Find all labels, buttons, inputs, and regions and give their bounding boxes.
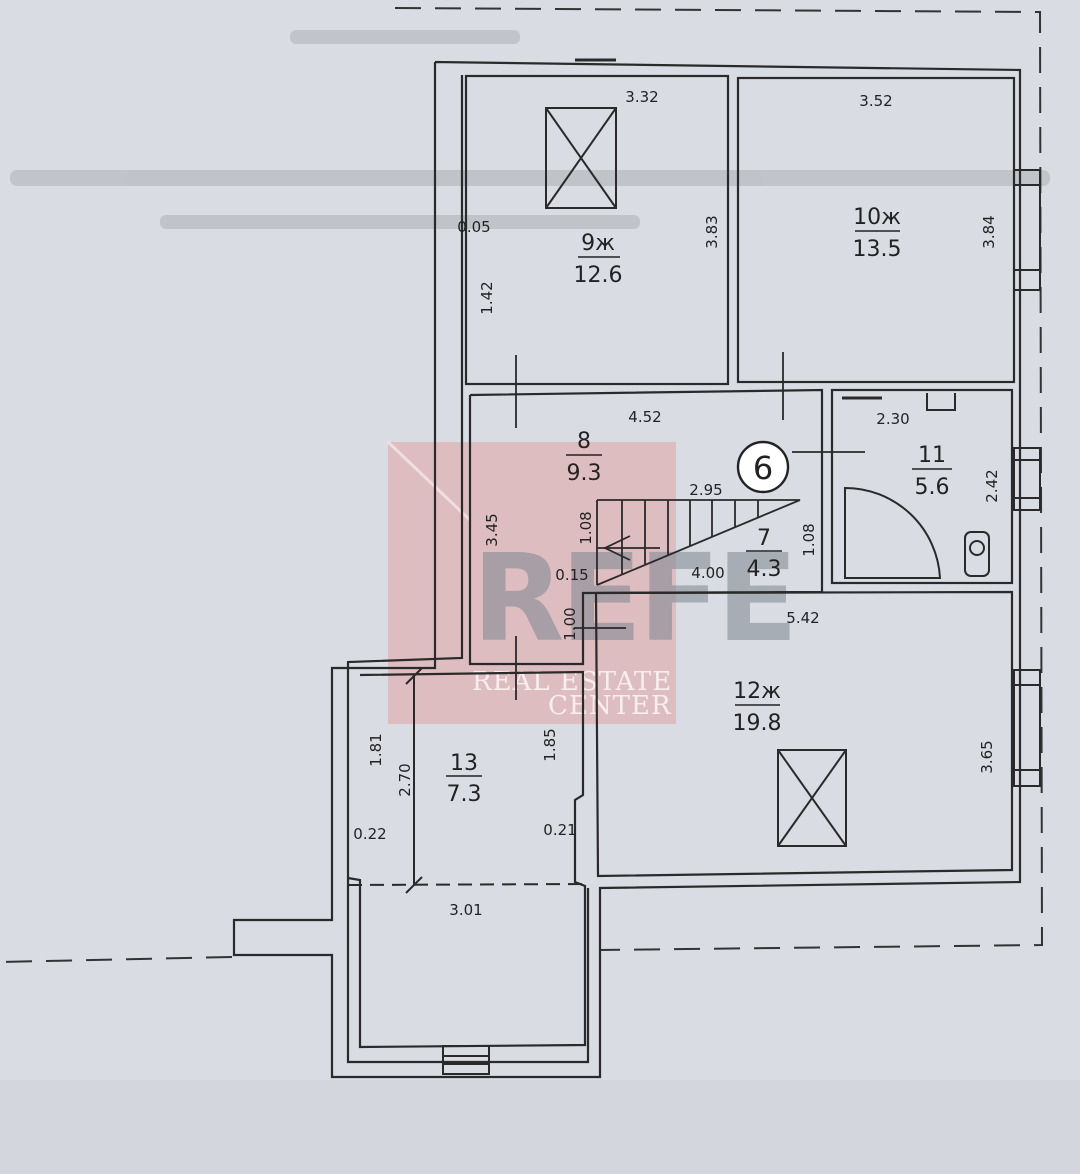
dim-r12-height: 3.65 — [978, 740, 996, 773]
shower-icon — [844, 486, 942, 579]
property-boundary — [0, 7, 1044, 963]
room-area-11: 5.6 — [915, 475, 950, 500]
room-area-13: 7.3 — [447, 782, 482, 807]
room-number-11: 11 — [918, 443, 946, 468]
dim-r11-height: 2.42 — [983, 469, 1001, 502]
room-11-outline — [830, 388, 1014, 585]
walls — [232, 60, 1022, 1079]
inner-wall — [346, 75, 590, 1064]
room-12-outline — [594, 590, 1014, 878]
marker-circle — [736, 440, 790, 494]
room-9-outline — [464, 74, 730, 386]
bleed-through-text — [10, 30, 1050, 229]
dim-r9-wall: 0.05 — [457, 218, 490, 236]
room-number-8: 8 — [577, 429, 591, 454]
dim-passage: 1.00 — [561, 607, 579, 640]
windows — [442, 169, 1041, 1075]
toilet-icon — [964, 531, 990, 577]
room-number-9: 9ж — [581, 231, 615, 256]
stairs — [596, 499, 801, 586]
dim-r13-offset-left: 0.22 — [353, 825, 386, 843]
dim-r8-width: 4.52 — [628, 408, 661, 426]
dim-r13-offset-right: 0.21 — [543, 821, 576, 839]
dimension-labels-vertical: 3.83 3.84 1.42 3.45 1.08 1.08 2.42 1.00 … — [367, 215, 1001, 796]
vent-room-9 — [545, 107, 617, 209]
room-area-7: 4.3 — [747, 557, 782, 582]
room-13-dimension-line — [347, 667, 586, 894]
window-room-10 — [1013, 169, 1041, 291]
room-8-outline — [468, 388, 824, 666]
dim-r8-height: 3.45 — [483, 513, 501, 546]
dim-r13-inner: 2.70 — [396, 763, 414, 796]
dim-r10-width: 3.52 — [859, 92, 892, 110]
room-labels: 9ж 12.6 10ж 13.5 8 9.3 7 4.3 11 5.6 12ж … — [446, 205, 952, 807]
window-room-12 — [1013, 669, 1041, 787]
stair-marker: 6 — [736, 440, 790, 494]
dim-r9-height: 3.83 — [703, 215, 721, 248]
marker-label: 6 — [753, 449, 773, 487]
dim-r12-width: 5.42 — [786, 609, 819, 627]
dim-stair-step: 0.15 — [555, 566, 588, 584]
watermark-brand: REFE — [472, 530, 794, 669]
dim-r13-right: 1.85 — [541, 728, 559, 761]
dim-stair-top: 2.95 — [689, 481, 722, 499]
door-steps — [442, 1045, 490, 1075]
dim-r10-height: 3.84 — [980, 215, 998, 248]
dim-r13-width: 3.01 — [449, 901, 482, 919]
dim-r13-left: 1.81 — [367, 733, 385, 766]
outer-wall — [232, 60, 1022, 1079]
dim-r7-height: 1.08 — [800, 523, 818, 556]
room-number-10: 10ж — [853, 205, 901, 230]
bathroom-fixtures — [844, 393, 990, 579]
ventilation — [545, 107, 847, 847]
room-area-8: 9.3 — [567, 461, 602, 486]
paper-shadow — [0, 1080, 1080, 1174]
dim-r11-width: 2.30 — [876, 410, 909, 428]
watermark-line2: CENTER — [548, 691, 672, 721]
door-ticks — [515, 58, 882, 700]
sink-icon — [926, 393, 956, 411]
room-area-9: 12.6 — [574, 263, 623, 288]
dimension-labels: 3.32 3.52 0.05 4.52 2.30 2.95 0.15 4.00 … — [353, 88, 909, 919]
room-area-10: 13.5 — [853, 237, 902, 262]
room-number-7: 7 — [757, 526, 771, 551]
dim-r9-side: 1.42 — [478, 281, 496, 314]
dim-r9-width: 3.32 — [625, 88, 658, 106]
room-number-13: 13 — [450, 751, 478, 776]
room-number-12: 12ж — [733, 679, 781, 704]
dim-r7-width: 4.00 — [691, 564, 724, 582]
vent-room-12 — [777, 749, 847, 847]
dim-stair-left: 1.08 — [577, 511, 595, 544]
window-room-11 — [1013, 447, 1041, 511]
room-area-12: 19.8 — [733, 711, 782, 736]
